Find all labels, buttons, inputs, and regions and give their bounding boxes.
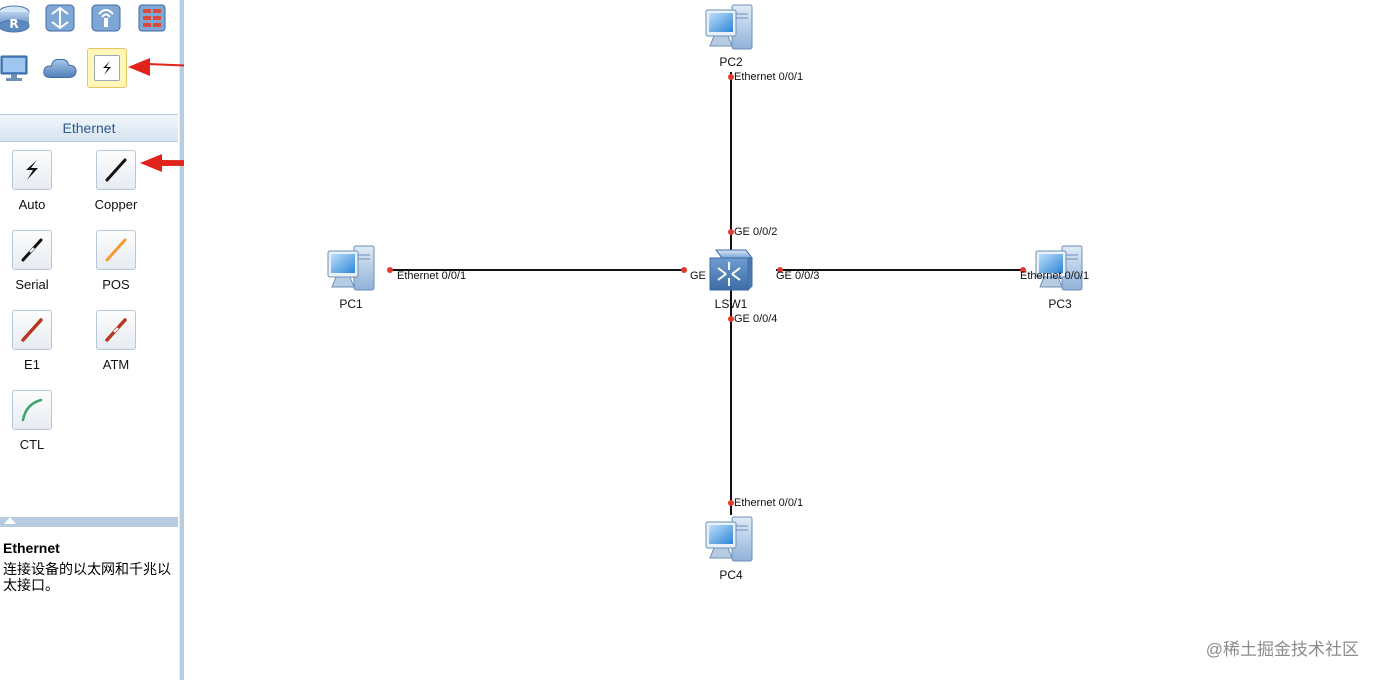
watermark: @稀土掘金技术社区 — [1205, 640, 1359, 659]
port-dot — [777, 267, 783, 273]
pc1-port-label: Ethernet 0/0/1 — [397, 270, 467, 282]
link-icon — [103, 61, 111, 75]
cloud-button[interactable] — [42, 50, 78, 86]
topology-canvas[interactable]: PC2 Ethernet 0/0/1 GE 0/0/2 PC1 Ethernet… — [184, 0, 1379, 680]
info-divider[interactable] — [0, 517, 178, 527]
wireless-icon — [91, 4, 121, 32]
cable-e1[interactable]: E1 — [0, 310, 67, 372]
cable-atm[interactable]: ATM — [81, 310, 151, 372]
pc1-label: PC1 — [339, 297, 363, 311]
port-dot — [1020, 267, 1026, 273]
switch-button[interactable] — [42, 0, 78, 36]
pc3-icon[interactable] — [1032, 243, 1088, 293]
port-dot — [681, 267, 687, 273]
firewall-icon — [138, 4, 166, 32]
lsw1-port-ge002-label: GE 0/0/2 — [734, 226, 778, 238]
router-button[interactable]: R — [0, 0, 32, 36]
ctl-cable-icon — [21, 398, 43, 422]
cable-label: Copper — [94, 197, 138, 212]
info-collapse-notch[interactable] — [4, 517, 16, 524]
e1-cable-icon — [21, 318, 43, 342]
cable-label: CTL — [19, 437, 45, 452]
info-title: Ethernet — [3, 540, 60, 556]
cable-copper[interactable]: Copper — [81, 150, 151, 212]
firewall-button[interactable] — [134, 0, 170, 36]
switch-icon — [45, 4, 75, 32]
link-button[interactable] — [87, 48, 127, 88]
port-dot — [728, 229, 734, 235]
wireless-button[interactable] — [88, 0, 124, 36]
atm-cable-icon — [105, 318, 127, 342]
port-dot — [728, 316, 734, 322]
pos-cable-icon — [105, 238, 127, 262]
port-dot — [387, 267, 393, 273]
cable-label: ATM — [102, 357, 130, 372]
pc3-port-label: Ethernet 0/0/1 — [1020, 270, 1090, 282]
cable-auto[interactable]: Auto — [0, 150, 67, 212]
serial-cable-icon — [21, 238, 43, 262]
pc2-icon[interactable] — [702, 2, 758, 52]
cable-ctl[interactable]: CTL — [0, 390, 67, 452]
svg-text:R: R — [9, 17, 18, 31]
cable-label: Serial — [15, 277, 49, 292]
cable-label: POS — [102, 277, 130, 292]
lsw1-port-ge004-label: GE 0/0/4 — [734, 313, 778, 325]
port-dot — [728, 74, 734, 80]
cable-serial[interactable]: Serial — [0, 230, 67, 292]
auto-cable-icon — [26, 160, 38, 180]
section-header-ethernet: Ethernet — [0, 114, 178, 142]
copper-cable-icon — [105, 158, 127, 182]
pc3-label: PC3 — [1048, 297, 1072, 311]
pc1-icon[interactable] — [324, 243, 380, 293]
pc-monitor-icon — [0, 55, 28, 81]
pc2-port-label: Ethernet 0/0/1 — [734, 71, 804, 83]
lsw1-port-ge003-label: GE 0/0/3 — [776, 270, 820, 282]
cloud-icon — [43, 58, 77, 78]
topology-links — [389, 72, 1024, 515]
pc4-label: PC4 — [719, 568, 743, 582]
port-dot — [728, 500, 734, 506]
router-icon: R — [0, 5, 30, 33]
pc4-icon[interactable] — [702, 514, 758, 564]
cable-label: E1 — [24, 357, 40, 372]
pc4-port-label: Ethernet 0/0/1 — [734, 497, 804, 509]
pc2-label: PC2 — [719, 55, 743, 69]
lsw1-label: LSW1 — [714, 297, 748, 311]
lsw1-switch-icon[interactable] — [706, 246, 756, 294]
cable-label: Auto — [18, 197, 46, 212]
info-description: 连接设备的以太网和千兆以太接口。 — [3, 561, 171, 593]
pc-button[interactable] — [0, 50, 32, 86]
device-palette-panel: R — [0, 0, 184, 680]
cable-pos[interactable]: POS — [81, 230, 151, 292]
